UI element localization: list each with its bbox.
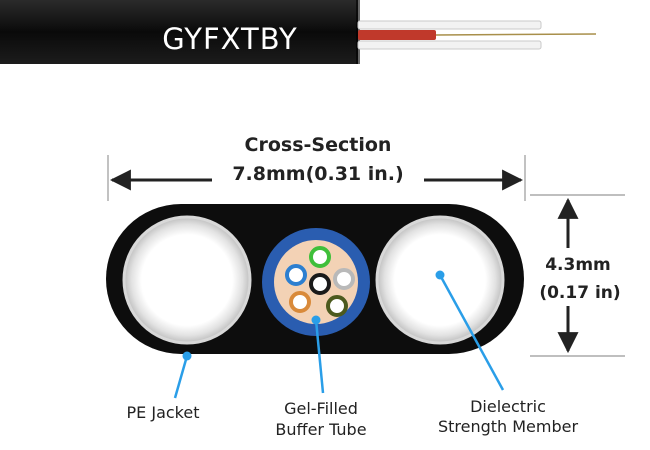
cable-side-view: GYFXTBY [0,0,597,64]
cable-cross-section [106,204,524,354]
member-pointer-line [438,274,505,391]
strength-member-right [377,217,503,343]
green-fiber [309,246,331,268]
width-dimension-label: 7.8mm(0.31 in.) [232,163,403,185]
cable-jacket-side [0,0,358,64]
tube-pointer-dot [311,315,321,325]
orange-fiber [289,291,311,313]
jacket-pointer-line [173,355,189,399]
exposed-buffer-tube [358,30,436,40]
black-fiber [309,273,331,295]
cross-section-title: Cross-Section [245,134,392,156]
exposed-strength-member-top [357,20,542,30]
brand-label: GYFXTBY [162,22,298,56]
olive-fiber [326,295,348,317]
strength-member-label-line2: Strength Member [438,417,579,436]
strength-member-left [124,217,250,343]
strength-member-right-rim [375,215,505,345]
jacket-pointer-dot [182,351,192,361]
height-mm-label: 4.3mm [545,255,611,275]
exposed-strength-member-bottom [357,40,542,50]
buffer-tube-label-line1: Gel-Filled [284,399,358,418]
strength-member-left-rim [122,215,252,345]
strength-member-label-line1: Dielectric [470,397,546,416]
tube-pointer-line [314,319,325,394]
blue-fiber [285,264,307,286]
width-dimension [107,155,526,201]
height-in-label: (0.17 in) [539,283,620,303]
pe-jacket-label: PE Jacket [127,403,200,422]
member-pointer-dot [435,270,445,280]
buffer-tube-label-line2: Buffer Tube [275,420,366,439]
callout-pointers [173,270,505,399]
height-dimension: 4.3mm (0.17 in) [530,194,625,357]
white-fiber [333,268,355,290]
exposed-fiber [435,33,597,36]
